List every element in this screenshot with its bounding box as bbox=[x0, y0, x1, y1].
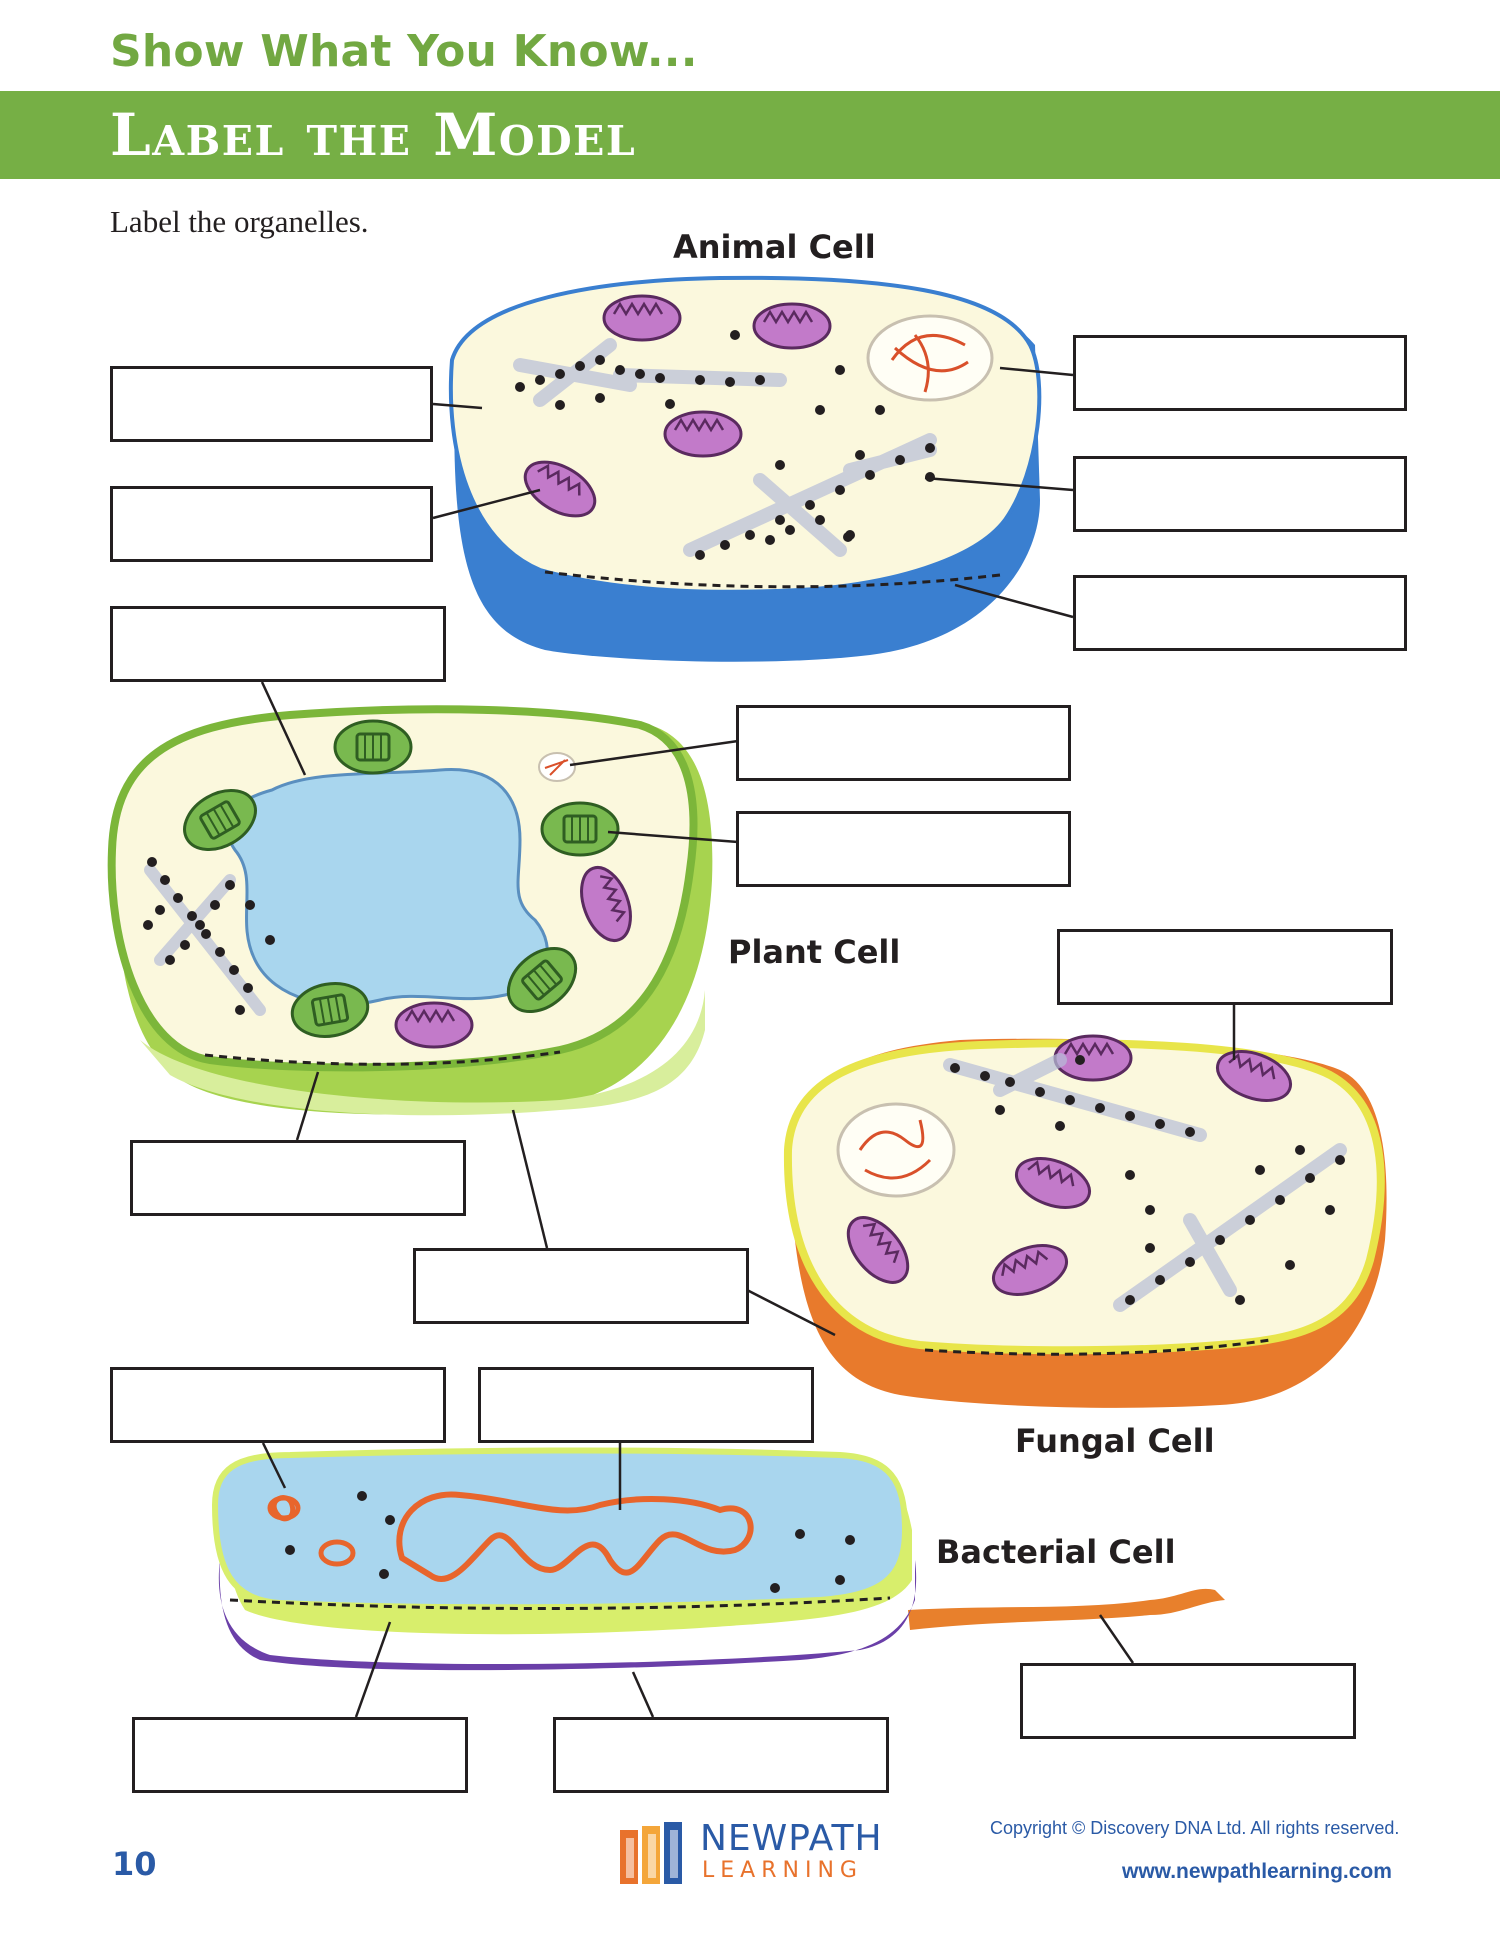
title-bar: Label the Model bbox=[0, 91, 1500, 179]
label-box-bacterial-cell-wall[interactable] bbox=[553, 1717, 889, 1793]
brand-name-bottom: LEARNING bbox=[702, 1858, 863, 1883]
label-box-plant-cell-wall[interactable] bbox=[130, 1140, 466, 1216]
bacterial-cell-model bbox=[211, 1447, 1225, 1671]
plant-cell-title: Plant Cell bbox=[728, 933, 901, 971]
newpath-logo-icon bbox=[620, 1822, 682, 1884]
copyright-text: Copyright © Discovery DNA Ltd. All right… bbox=[990, 1818, 1400, 1838]
page-number: 10 bbox=[112, 1845, 157, 1883]
fungal-cell-title: Fungal Cell bbox=[1015, 1422, 1215, 1460]
label-box-bacterial-flagellum[interactable] bbox=[1020, 1663, 1356, 1739]
leader-lines bbox=[260, 366, 1236, 1718]
label-box-animal-mitochondria[interactable] bbox=[110, 486, 433, 562]
label-box-animal-membrane[interactable] bbox=[1073, 575, 1407, 651]
label-box-plant-vacuole[interactable] bbox=[110, 606, 446, 682]
instruction-text: Label the organelles. bbox=[110, 204, 369, 239]
bacterial-cell-title: Bacterial Cell bbox=[936, 1533, 1176, 1571]
animal-cell-title: Animal Cell bbox=[673, 228, 876, 266]
label-box-animal-ribosome[interactable] bbox=[1073, 456, 1407, 532]
kicker-heading: Show What You Know... bbox=[110, 26, 698, 77]
label-box-plant-nucleus[interactable] bbox=[736, 705, 1071, 781]
label-box-plant-membrane[interactable] bbox=[413, 1248, 749, 1324]
label-box-fungal-mitochondria[interactable] bbox=[1057, 929, 1393, 1005]
fungal-cell-model bbox=[783, 1034, 1387, 1408]
website-link[interactable]: www.newpathlearning.com bbox=[1122, 1860, 1392, 1883]
label-box-bacterial-dna[interactable] bbox=[478, 1367, 814, 1443]
label-box-bacterial-plasmid[interactable] bbox=[110, 1367, 446, 1443]
label-box-plant-chloroplast[interactable] bbox=[736, 811, 1071, 887]
label-box-animal-cytoplasm[interactable] bbox=[110, 366, 433, 442]
plant-cell-model bbox=[107, 705, 713, 1116]
page-title: Label the Model bbox=[110, 101, 637, 169]
label-box-bacterial-membrane[interactable] bbox=[132, 1717, 468, 1793]
animal-cell-model bbox=[448, 275, 1042, 662]
brand-name-top: NEWPATH bbox=[700, 1818, 883, 1859]
label-box-animal-nucleus[interactable] bbox=[1073, 335, 1407, 411]
